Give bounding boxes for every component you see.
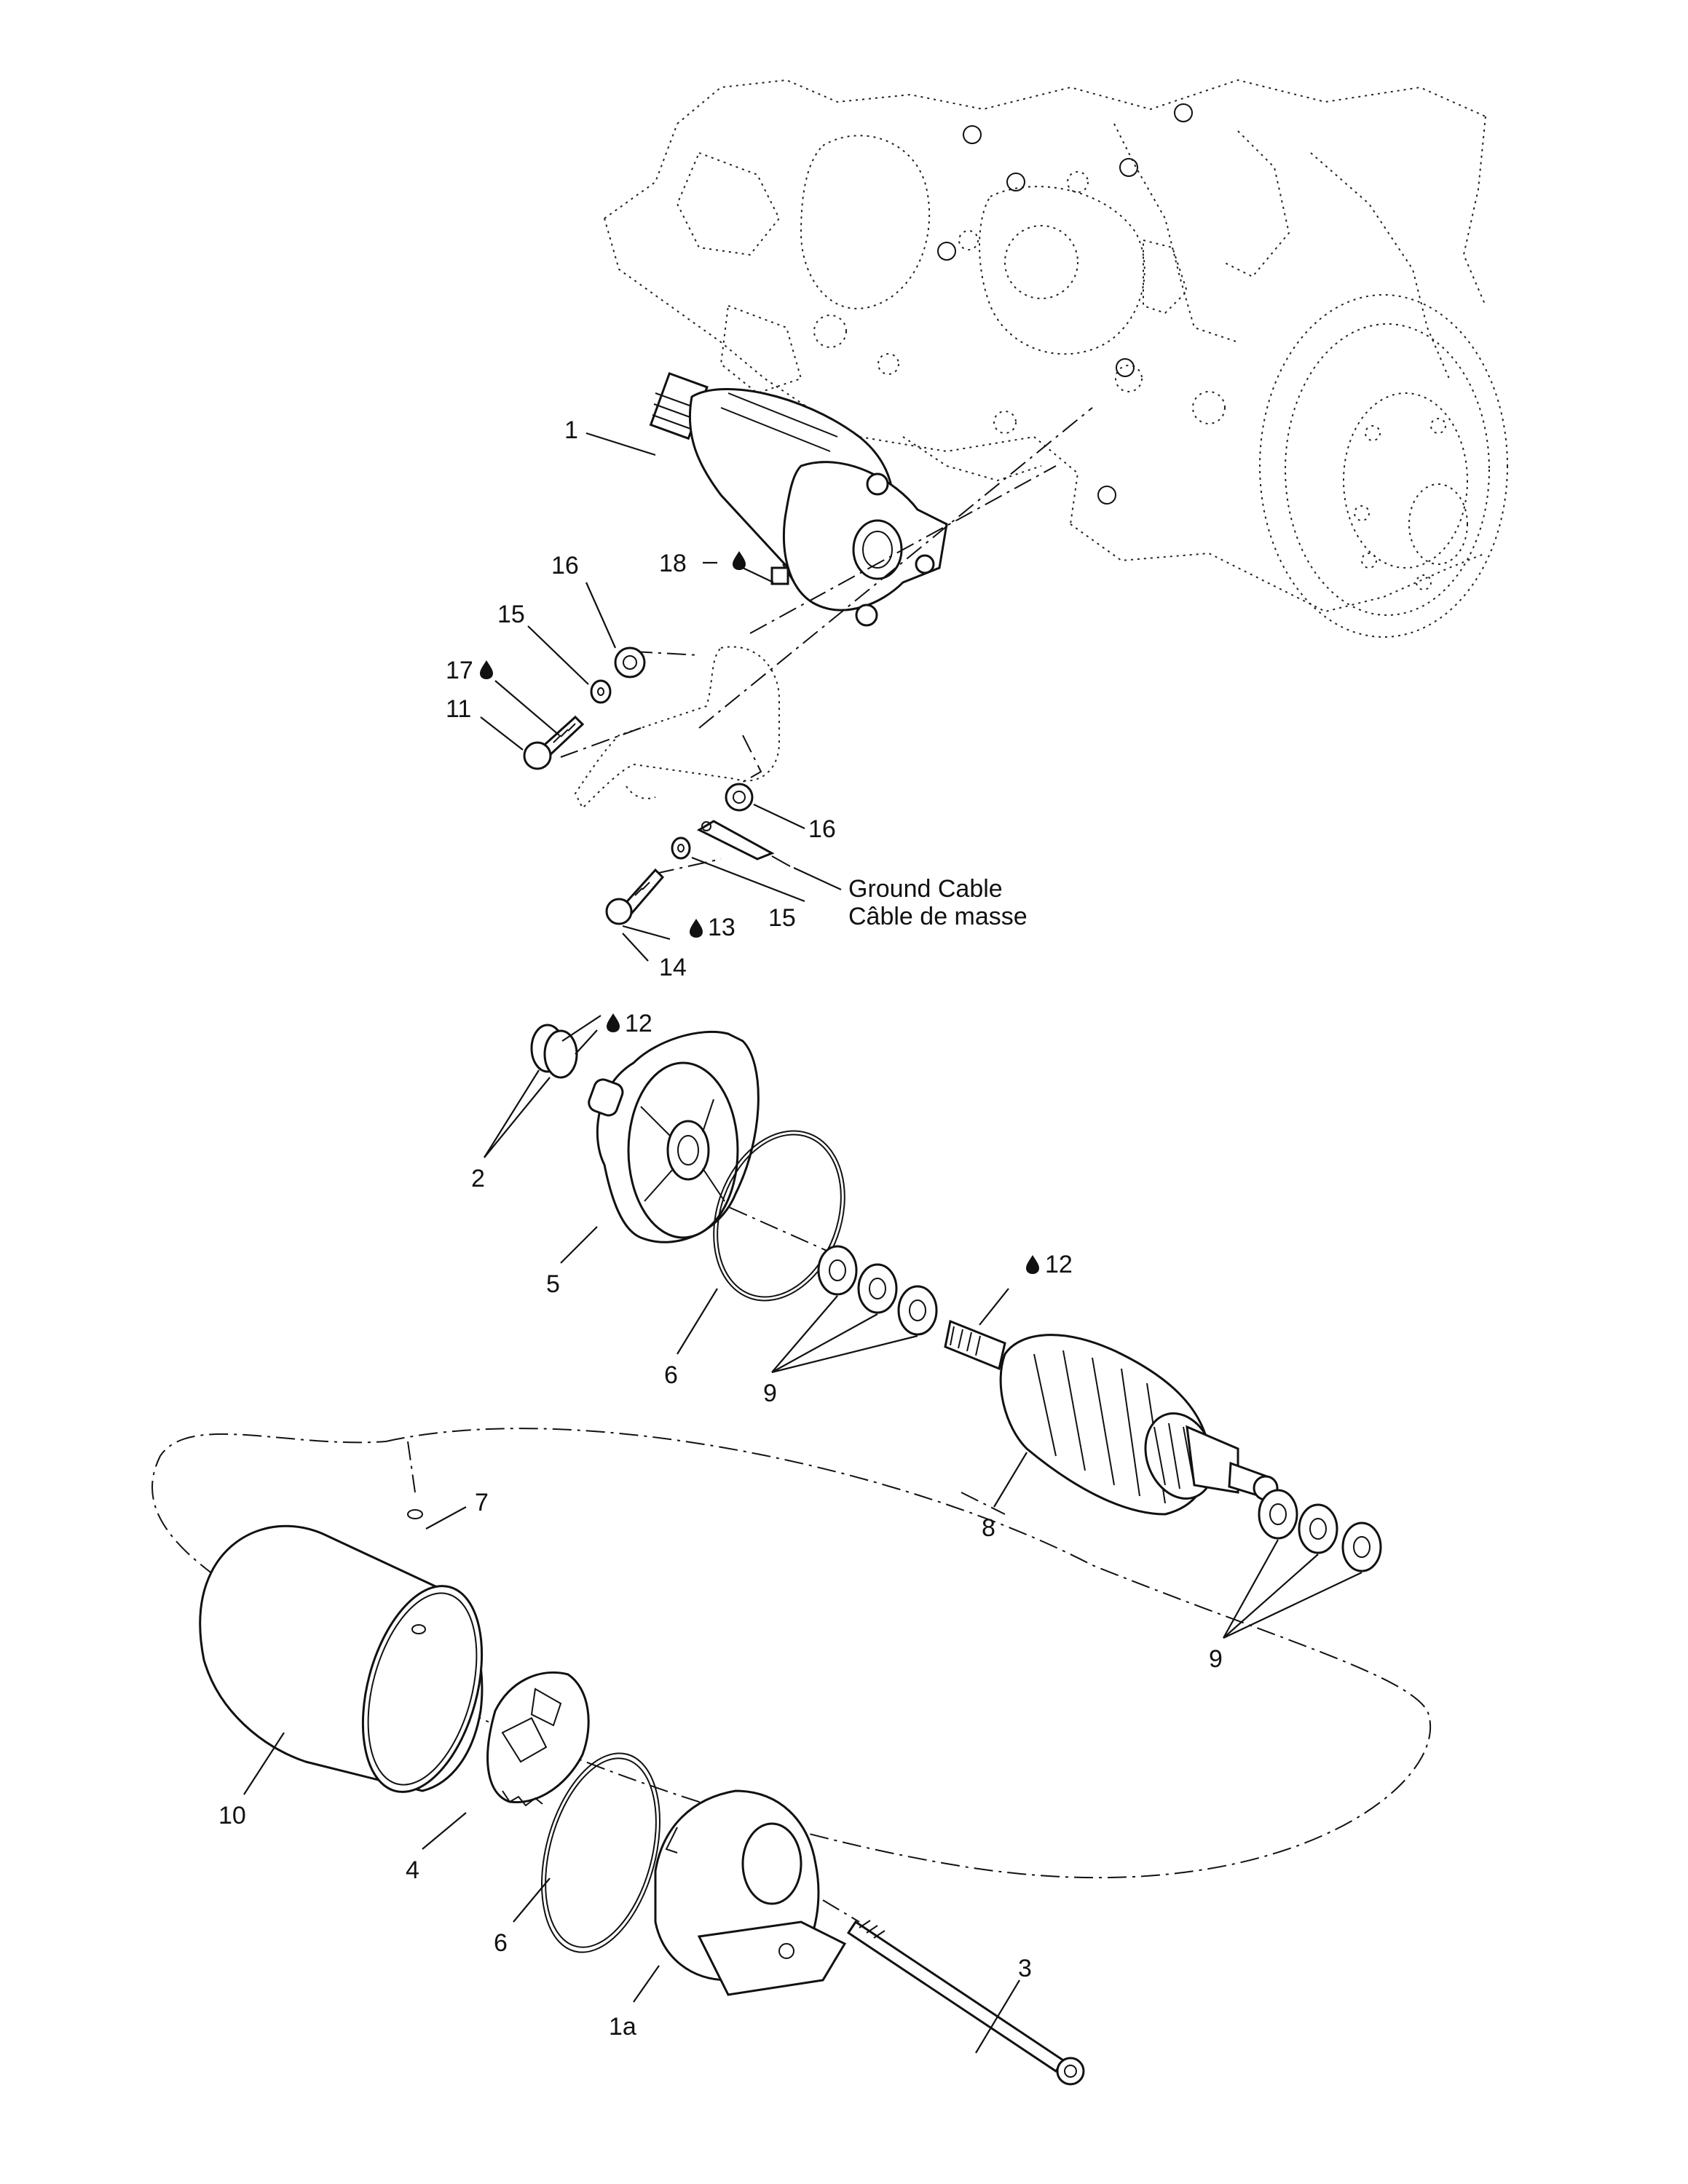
- starter-motor-assembly: [649, 372, 948, 627]
- ground-cable-label: Ground Cable: [848, 875, 1003, 903]
- front-cover-group: [530, 1024, 938, 1336]
- callout-labels: 1 18 16 15 17 11 16 15 13 14 Ground Cabl…: [218, 416, 1223, 2041]
- label-5: 5: [546, 1270, 560, 1298]
- label-11: 11: [446, 695, 471, 723]
- armature: [944, 1319, 1279, 1516]
- rear-cover: [654, 1789, 847, 1996]
- label-7: 7: [475, 1489, 489, 1516]
- label-15-lower: 15: [768, 904, 796, 932]
- ground-cable-label-fr: Câble de masse: [848, 903, 1028, 930]
- label-18: 18: [659, 550, 687, 577]
- label-13: 13: [708, 914, 735, 941]
- label-1a: 1a: [609, 2013, 636, 2041]
- label-16-lower: 16: [808, 815, 836, 843]
- label-8: 8: [982, 1514, 995, 1542]
- label-12-lower: 12: [1045, 1251, 1073, 1278]
- label-16-upper: 16: [551, 552, 579, 579]
- mounting-bracket: [574, 646, 780, 810]
- label-17: 17: [446, 657, 473, 684]
- brush-holder: [486, 1671, 590, 1807]
- upper-hardware: [523, 646, 791, 925]
- o-ring-lower: [540, 1752, 661, 1953]
- label-9-upper: 9: [763, 1380, 777, 1407]
- label-10: 10: [218, 1802, 246, 1829]
- motor-housing: [199, 1509, 484, 1793]
- label-6-lower: 6: [494, 1929, 508, 1957]
- label-12-upper: 12: [625, 1010, 652, 1037]
- label-2: 2: [471, 1165, 485, 1192]
- label-4: 4: [406, 1856, 419, 1884]
- label-1: 1: [564, 416, 578, 444]
- alignment-lines: [151, 407, 1432, 1923]
- label-3: 3: [1018, 1955, 1032, 1982]
- label-15-upper: 15: [497, 601, 525, 628]
- label-14: 14: [659, 954, 687, 981]
- engine-block: [604, 79, 1508, 638]
- leader-lines: [243, 432, 1362, 2054]
- through-bolt: [846, 1920, 1085, 2086]
- lower-washers: [1258, 1489, 1382, 1572]
- label-6-upper: 6: [664, 1361, 678, 1389]
- label-9-lower: 9: [1209, 1645, 1223, 1673]
